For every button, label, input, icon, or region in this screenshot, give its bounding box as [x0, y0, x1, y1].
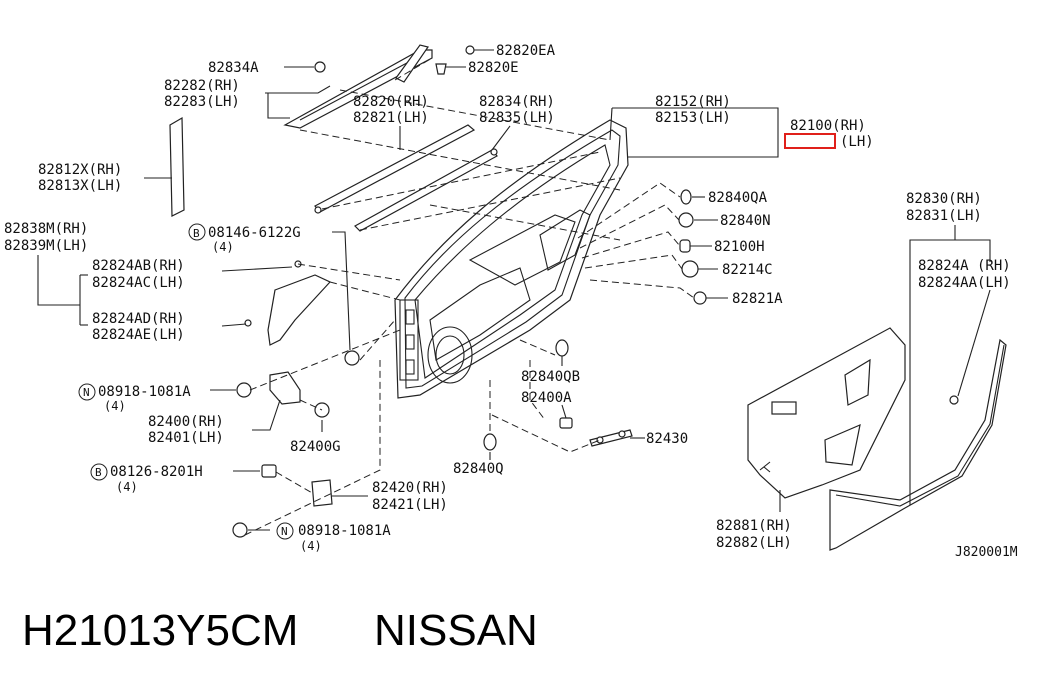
plug-82840QB [555, 339, 569, 357]
marker-08126: B [95, 466, 102, 479]
marker-08146: B [193, 227, 200, 240]
footer-brand: NISSAN [374, 606, 538, 655]
label-82840N: 82840N [720, 213, 771, 229]
marker-08918a: N [83, 386, 90, 399]
door-panel [394, 119, 629, 399]
label-82401: 82401(LH) [148, 430, 224, 446]
nut-82214C [681, 260, 699, 278]
label-82153: 82153(LH) [655, 110, 731, 126]
clip-82400A [559, 417, 573, 429]
lock-rod [589, 429, 633, 447]
label-82101-suffix: (LH) [840, 134, 874, 150]
label-82824AE: 82824AE(LH) [92, 327, 185, 343]
screw-82821A [693, 291, 707, 305]
label-82214C: 82214C [722, 262, 773, 278]
label-82400G: 82400G [290, 439, 341, 455]
clip-82834A [314, 61, 326, 73]
label-08146: 08146-6122G [208, 225, 301, 241]
leader-lines [37, 49, 991, 531]
qty-08918b: (4) [300, 539, 322, 553]
highlight-box [784, 133, 836, 149]
label-82835: 82835(LH) [479, 110, 555, 126]
cap-82100H [679, 239, 691, 253]
label-82831: 82831(LH) [906, 208, 982, 224]
footer-part-number: H21013Y5CM [22, 606, 298, 655]
nut-08918b [232, 522, 248, 538]
inner-weatherstrip [354, 149, 498, 232]
bolt-08146 [344, 350, 360, 366]
bolt-08126 [261, 464, 277, 478]
label-82820EA: 82820EA [496, 43, 556, 59]
clip-82820E [435, 63, 447, 75]
label-82821A: 82821A [732, 291, 783, 307]
marker-08918b: N [281, 525, 288, 538]
label-82821: 82821(LH) [353, 110, 429, 126]
label-82830: 82830(RH) [906, 191, 982, 207]
label-82100: 82100(RH) [790, 118, 866, 134]
label-82840QB: 82840QB [521, 369, 580, 385]
clip-82820EA [465, 45, 475, 55]
label-82824AD: 82824AD(RH) [92, 311, 185, 327]
grommet-82840N [678, 212, 694, 228]
part-labels: 82834A 82820EA 82820E 82282(RH) 82283(LH… [4, 43, 1011, 553]
label-82824AB: 82824AB(RH) [92, 258, 185, 274]
label-82834A: 82834A [208, 60, 259, 76]
label-82834: 82834(RH) [479, 94, 555, 110]
label-82838M: 82838M(RH) [4, 221, 88, 237]
qty-08918a: (4) [104, 399, 126, 413]
label-82882: 82882(LH) [716, 535, 792, 551]
label-08126: 08126-8201H [110, 464, 203, 480]
plug-82840QA [680, 189, 692, 205]
label-82430: 82430 [646, 431, 688, 447]
circled-markers [78, 223, 294, 540]
label-82283: 82283(LH) [164, 94, 240, 110]
label-82812X: 82812X(RH) [38, 162, 122, 178]
label-82840QA: 82840QA [708, 190, 768, 206]
nut-08918a [236, 382, 252, 398]
qty-08126: (4) [116, 480, 138, 494]
label-82839M: 82839M(LH) [4, 238, 88, 254]
label-82100H: 82100H [714, 239, 765, 255]
label-82881: 82881(RH) [716, 518, 792, 534]
diagram-code: J820001M [955, 545, 1018, 560]
label-82400A: 82400A [521, 390, 572, 406]
label-82420: 82420(RH) [372, 480, 448, 496]
hinge-upper [269, 371, 301, 405]
label-82820: 82820(RH) [353, 94, 429, 110]
label-82824AC: 82824AC(LH) [92, 275, 185, 291]
label-82824AA: 82824AA(LH) [918, 275, 1011, 291]
label-82840Q: 82840Q [453, 461, 504, 477]
qty-08146: (4) [212, 240, 234, 254]
label-82813X: 82813X(LH) [38, 178, 122, 194]
label-82820E: 82820E [468, 60, 519, 76]
door-seal [829, 338, 1007, 551]
vertical-molding [169, 116, 185, 217]
label-82421: 82421(LH) [372, 497, 448, 513]
label-82824A: 82824A (RH) [918, 258, 1011, 274]
outer-weatherstrip [314, 124, 476, 213]
hinge-lower [311, 479, 333, 507]
plug-82840Q [483, 433, 497, 451]
label-08918b: 08918-1081A [298, 523, 391, 539]
label-82282: 82282(RH) [164, 78, 240, 94]
diagram-drawing [169, 44, 1007, 551]
clip-82824A [949, 395, 959, 405]
label-08918a: 08918-1081A [98, 384, 191, 400]
label-82152: 82152(RH) [655, 94, 731, 110]
label-82400: 82400(RH) [148, 414, 224, 430]
sash-corner [395, 44, 429, 83]
corner-molding [267, 274, 331, 346]
